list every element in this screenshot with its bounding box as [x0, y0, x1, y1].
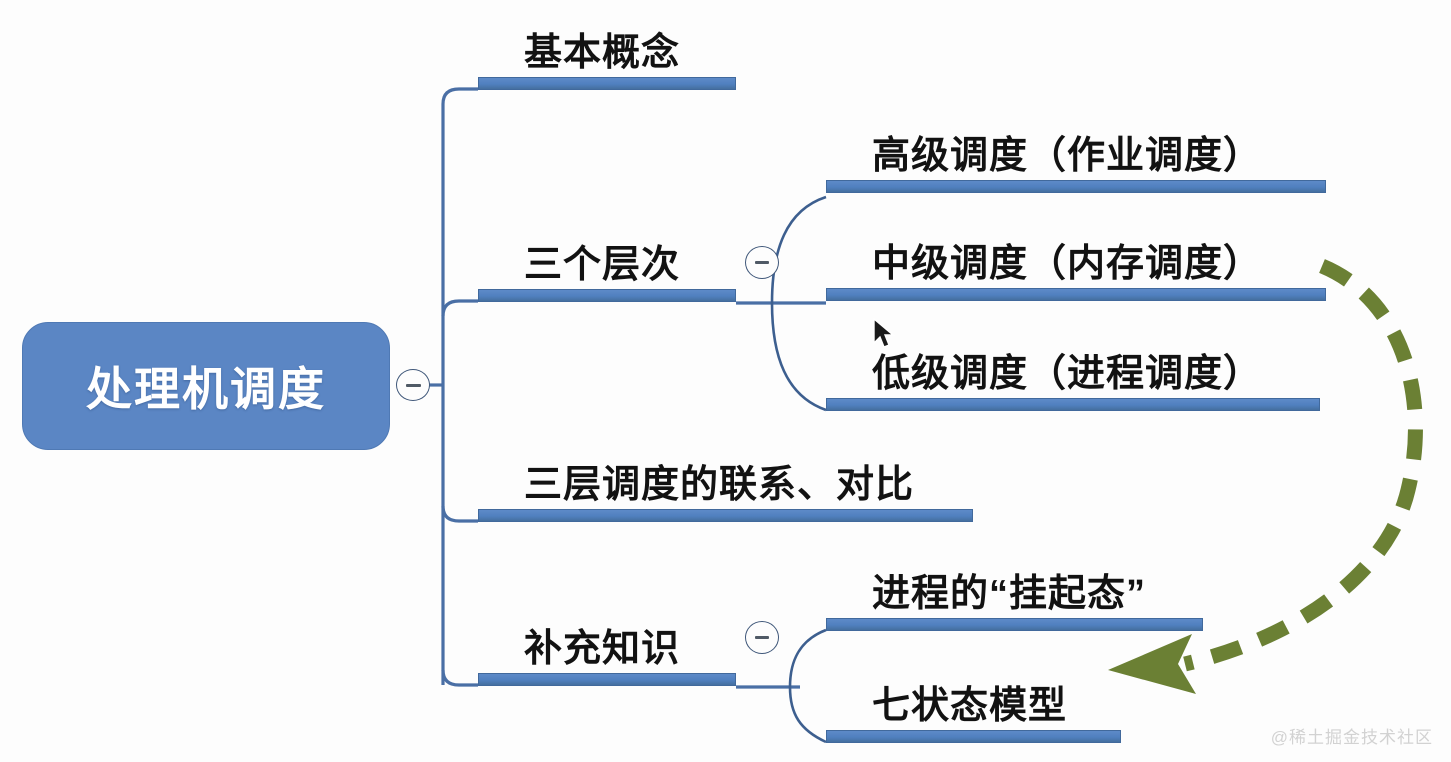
topic-underline-bar [826, 288, 1326, 301]
topic-underline-bar [478, 289, 736, 302]
topic-mid-level-scheduling[interactable]: 中级调度（内存调度） [826, 233, 1326, 301]
root-node-label: 处理机调度 [86, 363, 326, 415]
topic-label: 补充知识 [524, 628, 681, 670]
topic-seven-state-model[interactable]: 七状态模型 [826, 675, 1121, 743]
topic-label: 三个层次 [524, 244, 681, 286]
topic-process-suspended-state[interactable]: 进程的“挂起态” [826, 563, 1203, 631]
topic-underline-bar [478, 77, 736, 90]
minus-icon [755, 261, 769, 264]
minus-icon [405, 383, 421, 387]
topic-label: 进程的“挂起态” [872, 573, 1147, 615]
arrow-head [1108, 634, 1196, 694]
topic-underline-bar [478, 509, 973, 522]
topic-label: 中级调度（内存调度） [872, 243, 1263, 285]
topic-underline-bar [826, 730, 1121, 743]
topic-high-level-scheduling[interactable]: 高级调度（作业调度） [826, 125, 1326, 193]
root-node[interactable]: 处理机调度 [22, 322, 390, 450]
watermark: @稀土掘金技术社区 [1270, 728, 1433, 747]
topic-label: 低级调度（进程调度） [872, 353, 1263, 395]
three-levels-collapse-toggle[interactable] [745, 246, 779, 279]
topic-label: 三层调度的联系、对比 [524, 464, 915, 506]
topic-basic-concepts[interactable]: 基本概念 [478, 22, 736, 90]
topic-underline-bar [826, 180, 1326, 193]
topic-underline-bar [826, 398, 1320, 411]
topic-label: 高级调度（作业调度） [872, 135, 1263, 177]
topic-underline-bar [826, 618, 1203, 631]
topic-low-level-scheduling[interactable]: 低级调度（进程调度） [826, 343, 1320, 411]
supplementary-knowledge-collapse-toggle[interactable] [745, 621, 779, 654]
minus-icon [755, 636, 769, 639]
topic-label: 七状态模型 [872, 685, 1068, 727]
topic-supplementary-knowledge[interactable]: 补充知识 [478, 618, 736, 686]
mouse-pointer-icon [873, 318, 895, 348]
topic-three-levels-comparison[interactable]: 三层调度的联系、对比 [478, 454, 973, 522]
topic-underline-bar [478, 673, 736, 686]
root-collapse-toggle[interactable] [396, 369, 430, 401]
arrow-dashed-path [1183, 259, 1423, 672]
topic-three-levels[interactable]: 三个层次 [478, 234, 736, 302]
topic-label: 基本概念 [524, 32, 681, 74]
